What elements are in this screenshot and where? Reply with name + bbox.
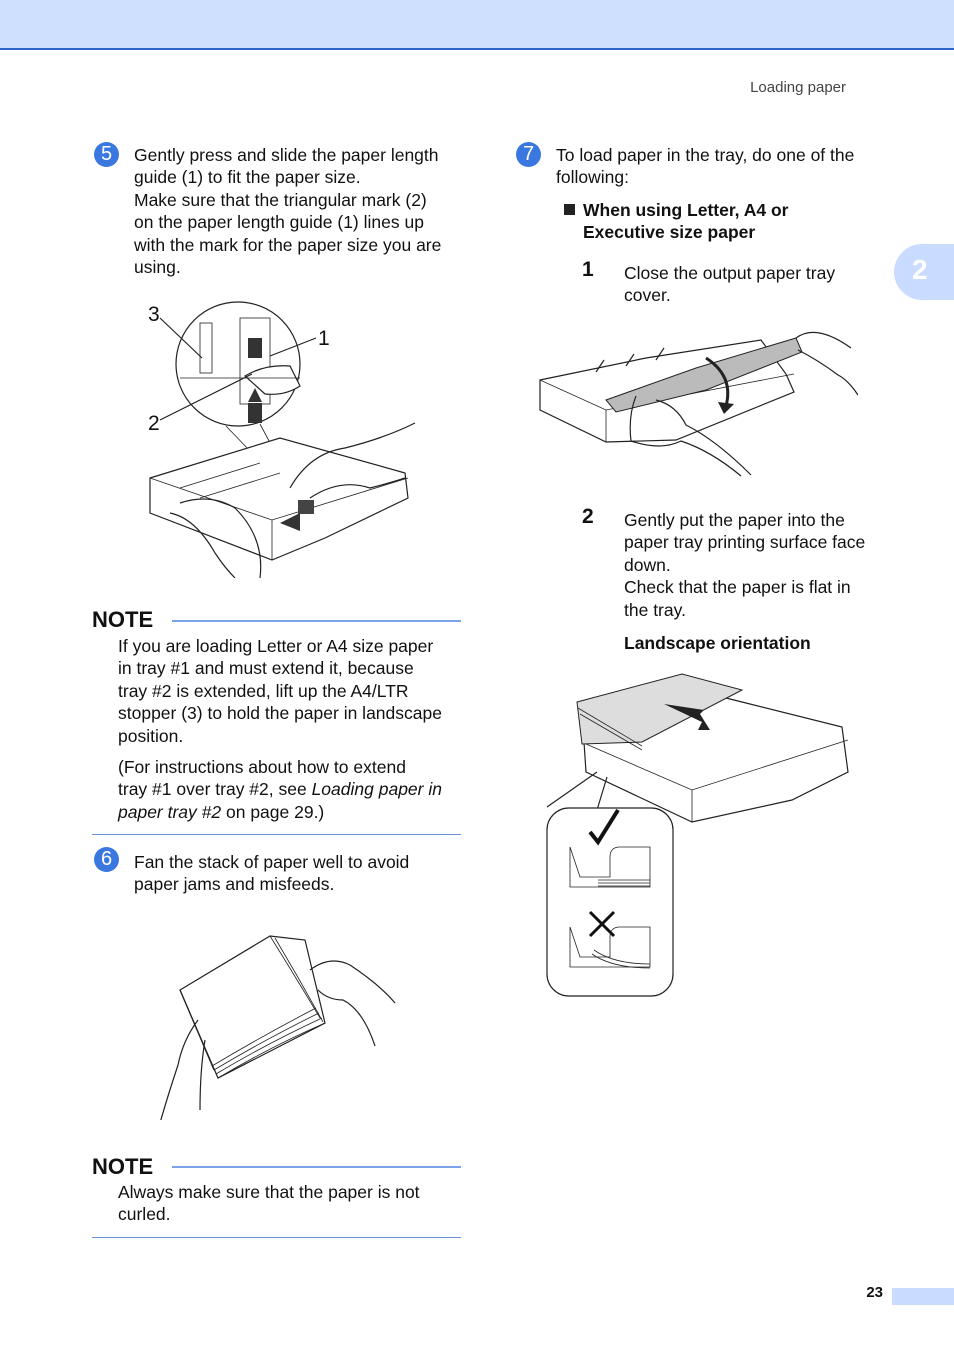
note-line: tray #1 over tray #2, see Loading paper … [118,778,463,800]
step-5-text: Gently press and slide the paper length … [134,144,464,278]
callout-2: 2 [148,412,160,435]
note-line: (For instructions about how to extend [118,757,406,777]
cross-reference-link[interactable]: paper tray #2 [118,801,222,822]
bullet-line: Executive size paper [583,222,756,243]
step-7-line: To load paper in the tray, do one of the [556,145,855,165]
step-6-number: 6 [94,847,119,872]
note-text: on page 29.) [221,801,325,822]
bullet-heading: When using Letter, A4 or Executive size … [583,199,883,244]
step-5-line: Make sure that the triangular mark (2) [134,189,427,210]
paper-tray [149,437,409,561]
note-bottom-rule [92,1237,461,1238]
square-bullet-icon [564,204,575,215]
note-heading: NOTE [92,607,154,632]
step-5-number: 5 [94,142,119,167]
note-line: tray #2 is extended, lift up the A4/LTR [118,680,409,701]
paper-in-tray-illustration [546,673,849,997]
step-5-line: guide (1) to fit the paper size. [134,167,361,188]
substep-line: the tray. [624,599,686,620]
step-7-text: To load paper in the tray, do one of the… [556,144,896,189]
substep-line: Close the output paper tray [624,263,836,283]
note-2-text: Always make sure that the paper is not c… [118,1181,463,1226]
substep-line: down. [624,554,671,575]
substep-line: cover. [624,285,671,306]
step-6-line: paper jams and misfeeds. [134,874,335,895]
cross-icon [588,910,616,938]
bullet-line: When using Letter, A4 or [583,200,789,220]
substep-2-text: Gently put the paper into the paper tray… [624,509,904,621]
close-cover-illustration [539,331,858,477]
substep-line: Check that the paper is flat in [624,577,851,598]
note-heading: NOTE [92,1154,154,1179]
note-1-paragraph-1: If you are loading Letter or A4 size pap… [118,635,463,747]
note-rule [172,1166,461,1168]
step-5-line: using. [134,257,181,278]
substep-line: paper tray printing surface face [624,532,866,553]
checkmark-icon [588,808,620,846]
step-5-line: Gently press and slide the paper length [134,145,439,165]
chapter-number: 2 [912,254,928,285]
callout-1: 1 [318,327,330,350]
step-7-line: following: [556,167,629,188]
page-number-tab [892,1288,954,1305]
note-line: If you are loading Letter or A4 size pap… [118,636,434,656]
note-line: paper tray #2 on page 29.) [118,801,463,823]
step-7-number: 7 [516,142,541,167]
note-rule [172,620,461,622]
note-text: tray #1 over tray #2, see [118,779,312,800]
chapter-tab: 2 [894,244,954,300]
note-line: Always make sure that the paper is not [118,1182,420,1202]
paper-guide-illustration [149,301,416,578]
substep-1-text: Close the output paper tray cover. [624,262,904,307]
callout-3: 3 [148,303,160,326]
top-header-band [0,0,954,50]
note-line: stopper (3) to hold the paper in landsca… [118,703,442,724]
landscape-orientation-heading: Landscape orientation [624,633,811,653]
step-6-line: Fan the stack of paper well to avoid [134,852,410,872]
detail-callout-box [546,807,674,997]
substep-line: Gently put the paper into the [624,510,845,530]
substep-2-number: 2 [582,505,594,528]
fanning-paper-illustration [160,935,396,1120]
page-number: 23 [866,1284,883,1301]
running-header: Loading paper [750,79,846,96]
note-line: curled. [118,1204,171,1225]
step-5-line: with the mark for the paper size you are [134,234,442,255]
note-line: position. [118,725,184,746]
note-1-paragraph-2: (For instructions about how to extend tr… [118,756,463,823]
note-bottom-rule [92,834,461,835]
substep-1-number: 1 [582,258,594,281]
cross-reference-link[interactable]: Loading paper in [311,779,442,800]
step-6-text: Fan the stack of paper well to avoid pap… [134,851,464,896]
zoom-circle [175,301,301,427]
step-5-line: on the paper length guide (1) lines up [134,212,424,233]
note-line: in tray #1 and must extend it, because [118,658,414,679]
